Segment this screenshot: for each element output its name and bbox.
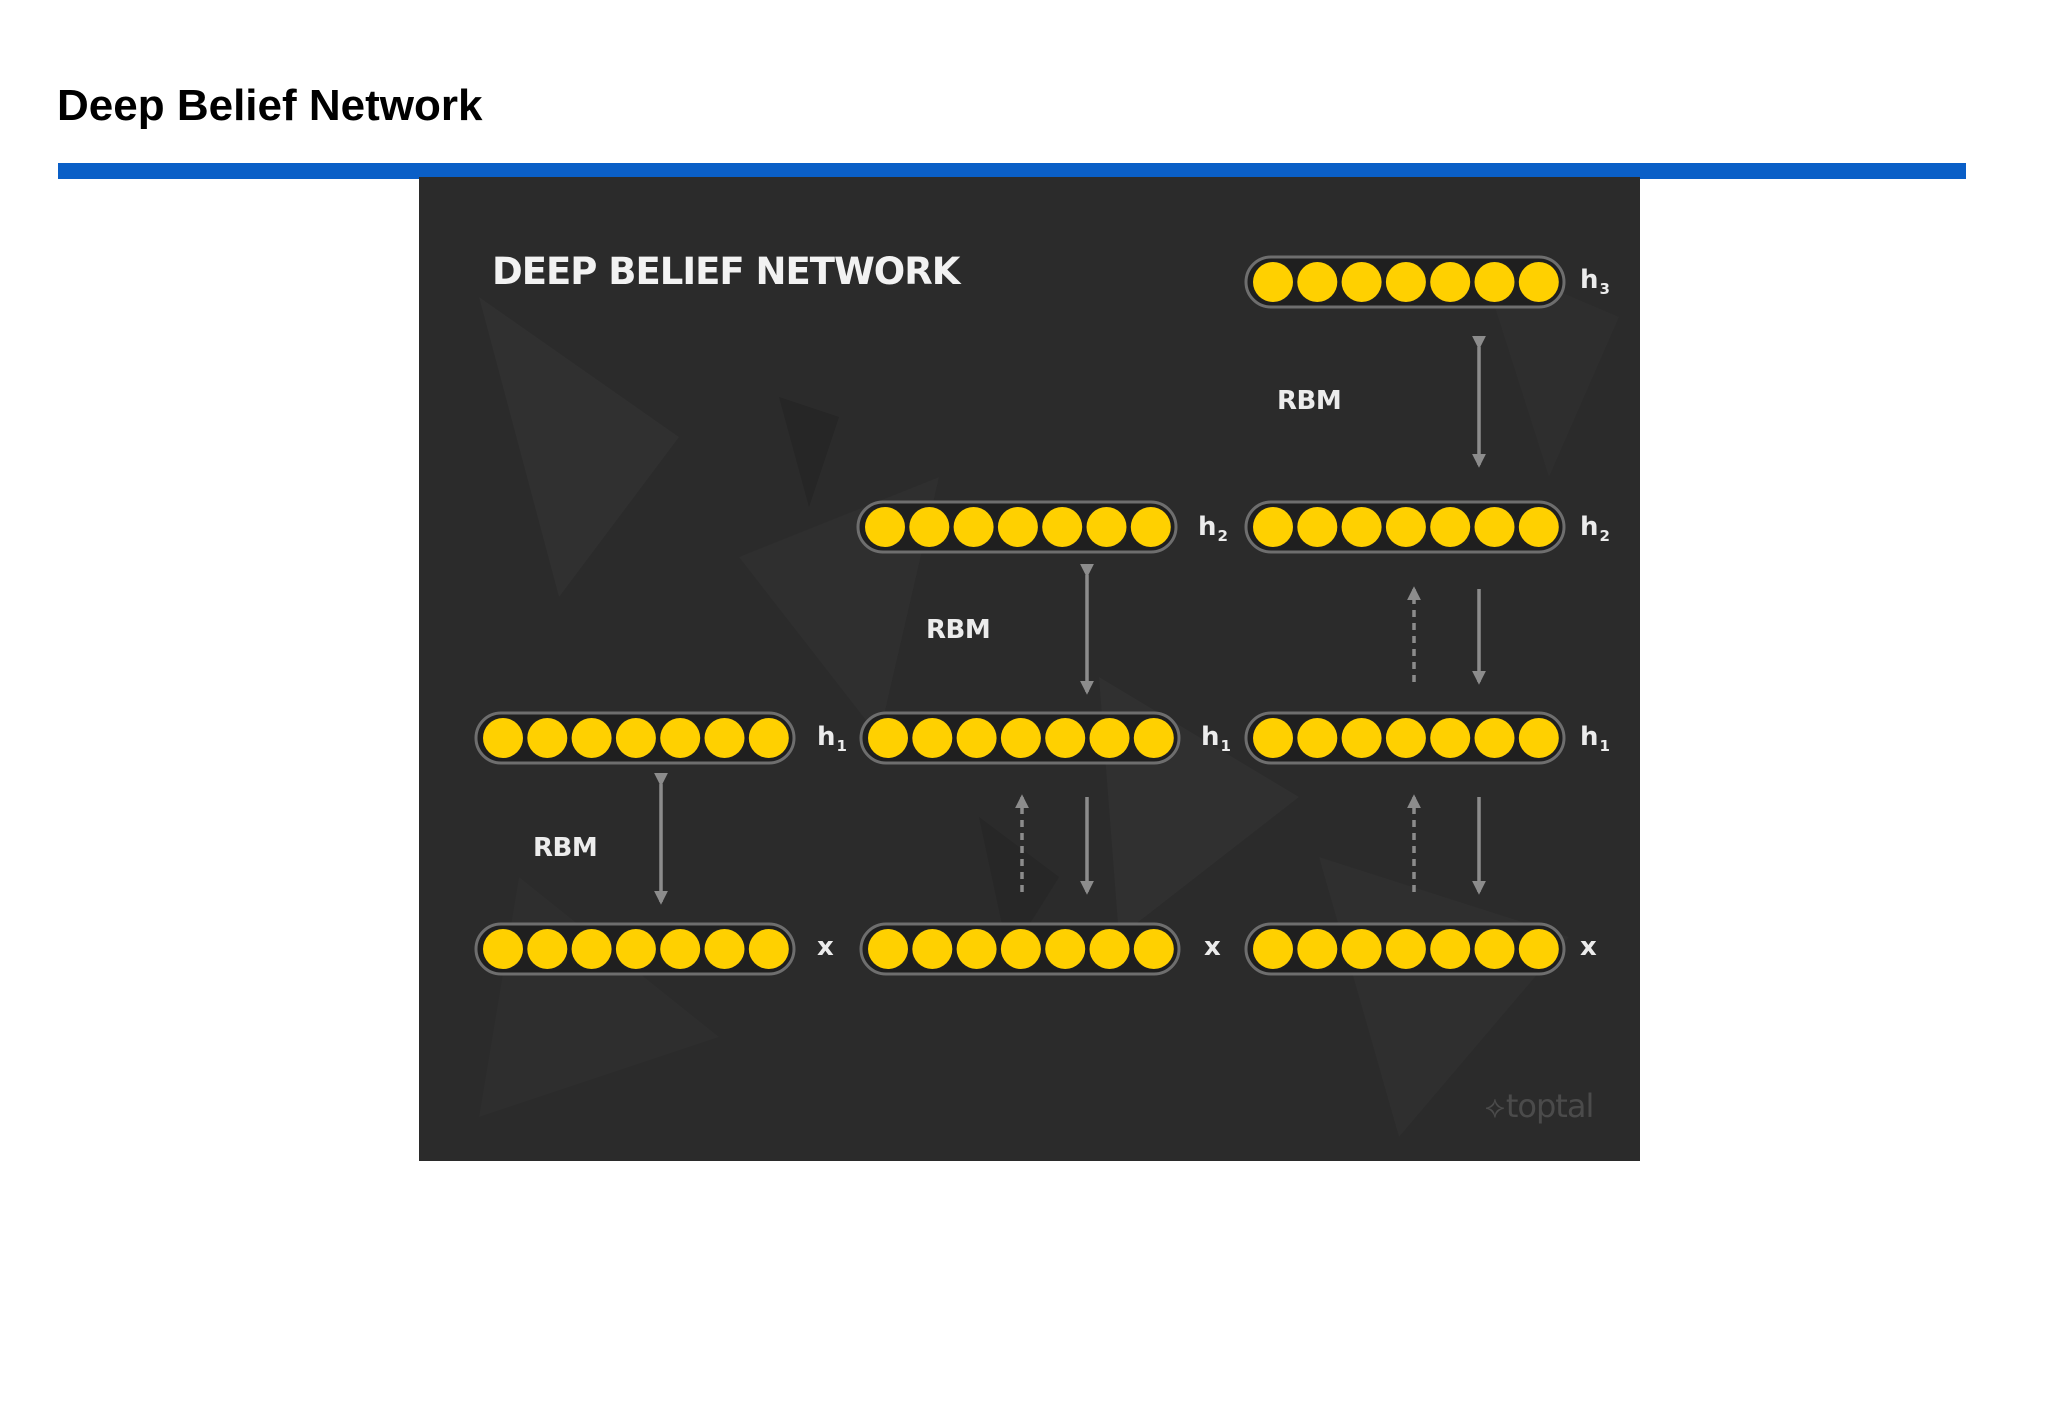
neuron-node [1474,507,1515,547]
neuron-node [660,929,701,969]
neuron-node [1518,262,1559,302]
neuron-node [1430,718,1471,758]
neuron-node [704,718,745,758]
neuron-node [1000,929,1041,969]
arrow-group [654,335,1486,905]
neuron-node [571,718,612,758]
neuron-node [1341,718,1382,758]
neuron-node [1385,929,1426,969]
neuron-node [956,929,997,969]
neuron-node [868,718,908,758]
neuron-node [1045,718,1086,758]
neuron-node [1000,718,1041,758]
neuron-node [1430,262,1471,302]
neuron-node [1133,929,1174,969]
layer-label-h3: h3 [1580,265,1610,298]
neuron-node [1474,262,1515,302]
layer-label-h2: h2 [1580,512,1610,545]
neuron-node [1253,718,1293,758]
layer-h1 [474,711,796,765]
neuron-node [1089,718,1130,758]
neuron-node [1474,718,1515,758]
layer-h1 [1244,711,1566,765]
layer-h2 [856,500,1178,554]
dbn-slide: DEEP BELIEF NETWORK RBM RBM RBM h3 h2 h2… [419,177,1640,1161]
neuron-node [1297,929,1338,969]
rbm-label-2: RBM [926,615,991,645]
neuron-node [1430,929,1471,969]
neuron-node [483,929,523,969]
neuron-node [1253,507,1293,547]
layer-h2 [1244,500,1566,554]
neuron-node [1253,262,1293,302]
slide-heading: DEEP BELIEF NETWORK [492,250,960,293]
neuron-node [615,718,656,758]
neuron-node [1253,929,1293,969]
layer-label-x: x [1580,932,1597,962]
neuron-node [1089,929,1130,969]
neuron-node [912,718,953,758]
neuron-node [997,507,1038,547]
neuron-node [1385,507,1426,547]
neuron-node [571,929,612,969]
title-rule [58,163,1966,179]
neuron-node [1086,507,1127,547]
neuron-node [912,929,953,969]
neuron-node [1430,507,1471,547]
neuron-node [615,929,656,969]
neuron-node [865,507,905,547]
neuron-node [1341,262,1382,302]
layer-group [474,255,1566,976]
layer-label-h1: h1 [1201,722,1231,755]
layer-h1 [859,711,1181,765]
neuron-node [748,929,789,969]
neuron-node [1385,262,1426,302]
neuron-node [1130,507,1171,547]
neuron-node [956,718,997,758]
neuron-node [704,929,745,969]
neuron-node [1518,929,1559,969]
neuron-node [1341,929,1382,969]
neuron-node [1518,718,1559,758]
neuron-node [1341,507,1382,547]
neuron-node [1297,507,1338,547]
layer-label-x: x [817,932,834,962]
neuron-node [953,507,994,547]
neuron-node [527,929,568,969]
neuron-node [1518,507,1559,547]
page-title: Deep Belief Network [57,81,483,130]
dbn-diagram [474,255,1619,1137]
neuron-node [868,929,908,969]
layer-label-h1: h1 [817,722,847,755]
neuron-node [1042,507,1083,547]
layer-x [859,922,1181,976]
layer-label-h1: h1 [1580,722,1610,755]
neuron-node [1133,718,1174,758]
neuron-node [1385,718,1426,758]
background-facets [479,257,1619,1137]
layer-label-h2: h2 [1198,512,1228,545]
neuron-node [748,718,789,758]
toptal-logo-icon: ⟡ [1485,1090,1505,1125]
neuron-node [1297,718,1338,758]
layer-x [1244,922,1566,976]
neuron-node [909,507,950,547]
neuron-node [483,718,523,758]
rbm-label-3: RBM [533,833,598,863]
neuron-node [1474,929,1515,969]
layer-h3 [1244,255,1566,309]
layer-label-x: x [1204,932,1221,962]
neuron-node [527,718,568,758]
neuron-node [660,718,701,758]
layer-x [474,922,796,976]
rbm-label-1: RBM [1277,386,1342,416]
toptal-logo: ⟡toptal [1485,1087,1594,1125]
neuron-node [1045,929,1086,969]
neuron-node [1297,262,1338,302]
